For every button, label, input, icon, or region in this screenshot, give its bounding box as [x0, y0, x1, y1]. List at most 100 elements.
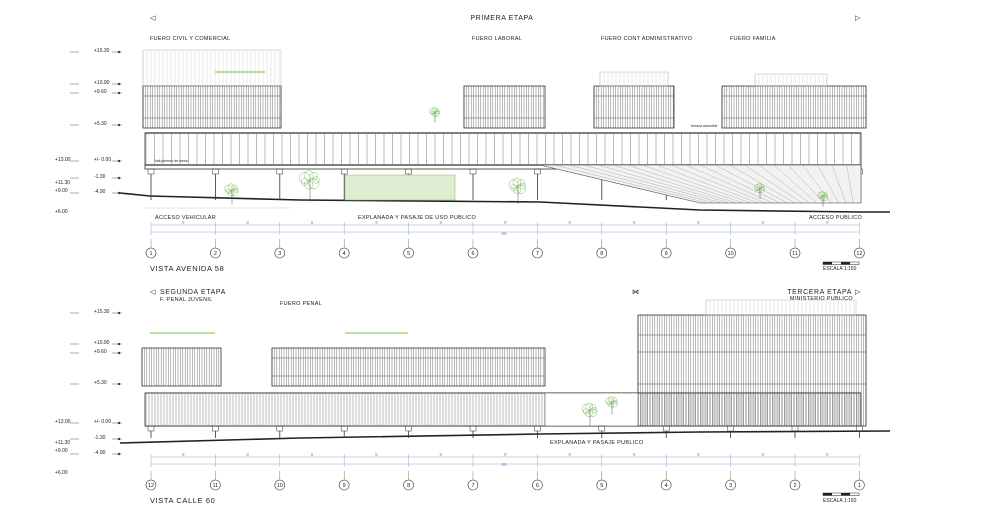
axis-label: 10: [277, 483, 283, 489]
column-cap: [469, 168, 477, 175]
axis-bubble: [725, 479, 736, 491]
column-cap: [598, 425, 606, 432]
main-floor-mullions: [145, 134, 861, 164]
axis-label: 2: [793, 483, 796, 489]
stage-title-primera: PRIMERA ETAPA: [470, 15, 533, 22]
tree: [754, 183, 765, 199]
tree-crown: [309, 172, 318, 181]
column-cap: [276, 425, 284, 432]
tree-crown: [231, 184, 238, 191]
column-cap: [340, 168, 348, 175]
level-label: +11.30: [55, 180, 70, 186]
tree-crown: [431, 107, 437, 113]
axis-label: 11: [792, 251, 798, 257]
block-penal-juvenil-slats: [141, 348, 219, 386]
tree-crown: [298, 172, 311, 184]
dimension-value: 9: [504, 452, 507, 457]
nav-arrow-left-icon[interactable]: ◁: [150, 15, 156, 22]
total-dimension: 99: [501, 231, 507, 236]
level-dot: [117, 123, 121, 127]
level-label: -4.90: [94, 189, 106, 195]
nav-arrow-left-icon[interactable]: ◁: [150, 289, 156, 296]
tree-crown: [585, 402, 593, 411]
stair-tread: [642, 164, 752, 204]
block-cont-adm-slats: [593, 86, 674, 128]
block-fuero-penal-slats: [271, 348, 544, 386]
axis-bubble: [210, 247, 221, 259]
nav-arrow-right-icon[interactable]: ▷: [855, 15, 861, 22]
pergola-frame: [599, 71, 669, 87]
dimension-value: 9: [633, 220, 636, 225]
stair-tread: [671, 164, 766, 204]
axis-label: 9: [665, 251, 668, 257]
axis-label: 9: [343, 483, 346, 489]
scale-label: ESCALA 1:150: [823, 266, 857, 272]
fuero-familia-label: FUERO FAMILIA: [730, 36, 776, 42]
level-dot: [117, 351, 121, 355]
column-cap: [405, 168, 412, 175]
stair-tread: [817, 164, 839, 204]
column-cap: [276, 168, 284, 175]
axis-bubble: [596, 247, 608, 259]
axis-label: 10: [728, 251, 734, 257]
level-dot: [117, 191, 121, 195]
tree: [224, 183, 239, 205]
tree-crown: [819, 191, 825, 197]
section-marker-icon[interactable]: ⋈: [632, 289, 640, 296]
block-familia-slats: [721, 86, 867, 128]
stair-tread: [627, 164, 744, 204]
dimension-value: 9: [633, 452, 636, 457]
axis-bubble: [274, 479, 286, 491]
block-laboral-slats: [463, 86, 544, 128]
dimension-value: 9: [375, 220, 378, 225]
tree-crown: [611, 397, 617, 403]
stair-tread: [685, 164, 774, 204]
terrain-line: [119, 192, 890, 213]
axis-label: 7: [471, 483, 474, 489]
view-label-calle: VISTA CALLE 60: [150, 496, 215, 505]
dimension-value: 9: [182, 452, 185, 457]
tree-crown: [585, 409, 593, 418]
dimension-value: 9: [182, 220, 185, 225]
axis-bubble: [403, 479, 414, 491]
dimension-value: 9: [697, 220, 700, 225]
level-label: +10.90: [94, 80, 110, 86]
terrain-line: [119, 430, 891, 444]
axis-bubble: [274, 247, 286, 259]
tree-crown: [822, 191, 828, 197]
dimension-value: 9: [375, 452, 378, 457]
grand-stair: [539, 164, 862, 204]
tree-crown: [608, 396, 615, 403]
nav-arrow-right-icon[interactable]: ▷: [855, 289, 861, 296]
tree-crown: [513, 186, 521, 194]
column-cap: [662, 425, 670, 432]
axis-label: 12: [856, 251, 862, 257]
level-label: +13.00: [55, 419, 71, 425]
column-cap: [469, 425, 477, 432]
stair-tread: [554, 164, 708, 204]
level-label: -1.30: [94, 174, 106, 180]
level-label: +9.60: [94, 89, 107, 95]
axis-label: 8: [600, 251, 603, 257]
scale-label: ESCALA 1:150: [823, 498, 857, 504]
level-dot: [117, 82, 121, 86]
axis-bubble: [532, 479, 543, 491]
axis-bubble: [467, 247, 479, 259]
dimension-value: 9: [697, 452, 700, 457]
stage-title-tercera: TERCERA ETAPA: [787, 289, 852, 296]
axis-label: 7: [536, 251, 539, 257]
level-dot: [117, 50, 121, 54]
tree: [298, 170, 320, 202]
dimension-value: 9: [826, 452, 829, 457]
column-cap: [147, 168, 155, 175]
tree-crown: [230, 188, 239, 197]
tree: [429, 107, 440, 123]
block-ministerio-slats: [637, 315, 867, 426]
axis-label: 2: [214, 251, 217, 257]
column-cap: [212, 168, 219, 175]
level-dot: [117, 91, 121, 95]
dimension-value: 9: [826, 220, 829, 225]
